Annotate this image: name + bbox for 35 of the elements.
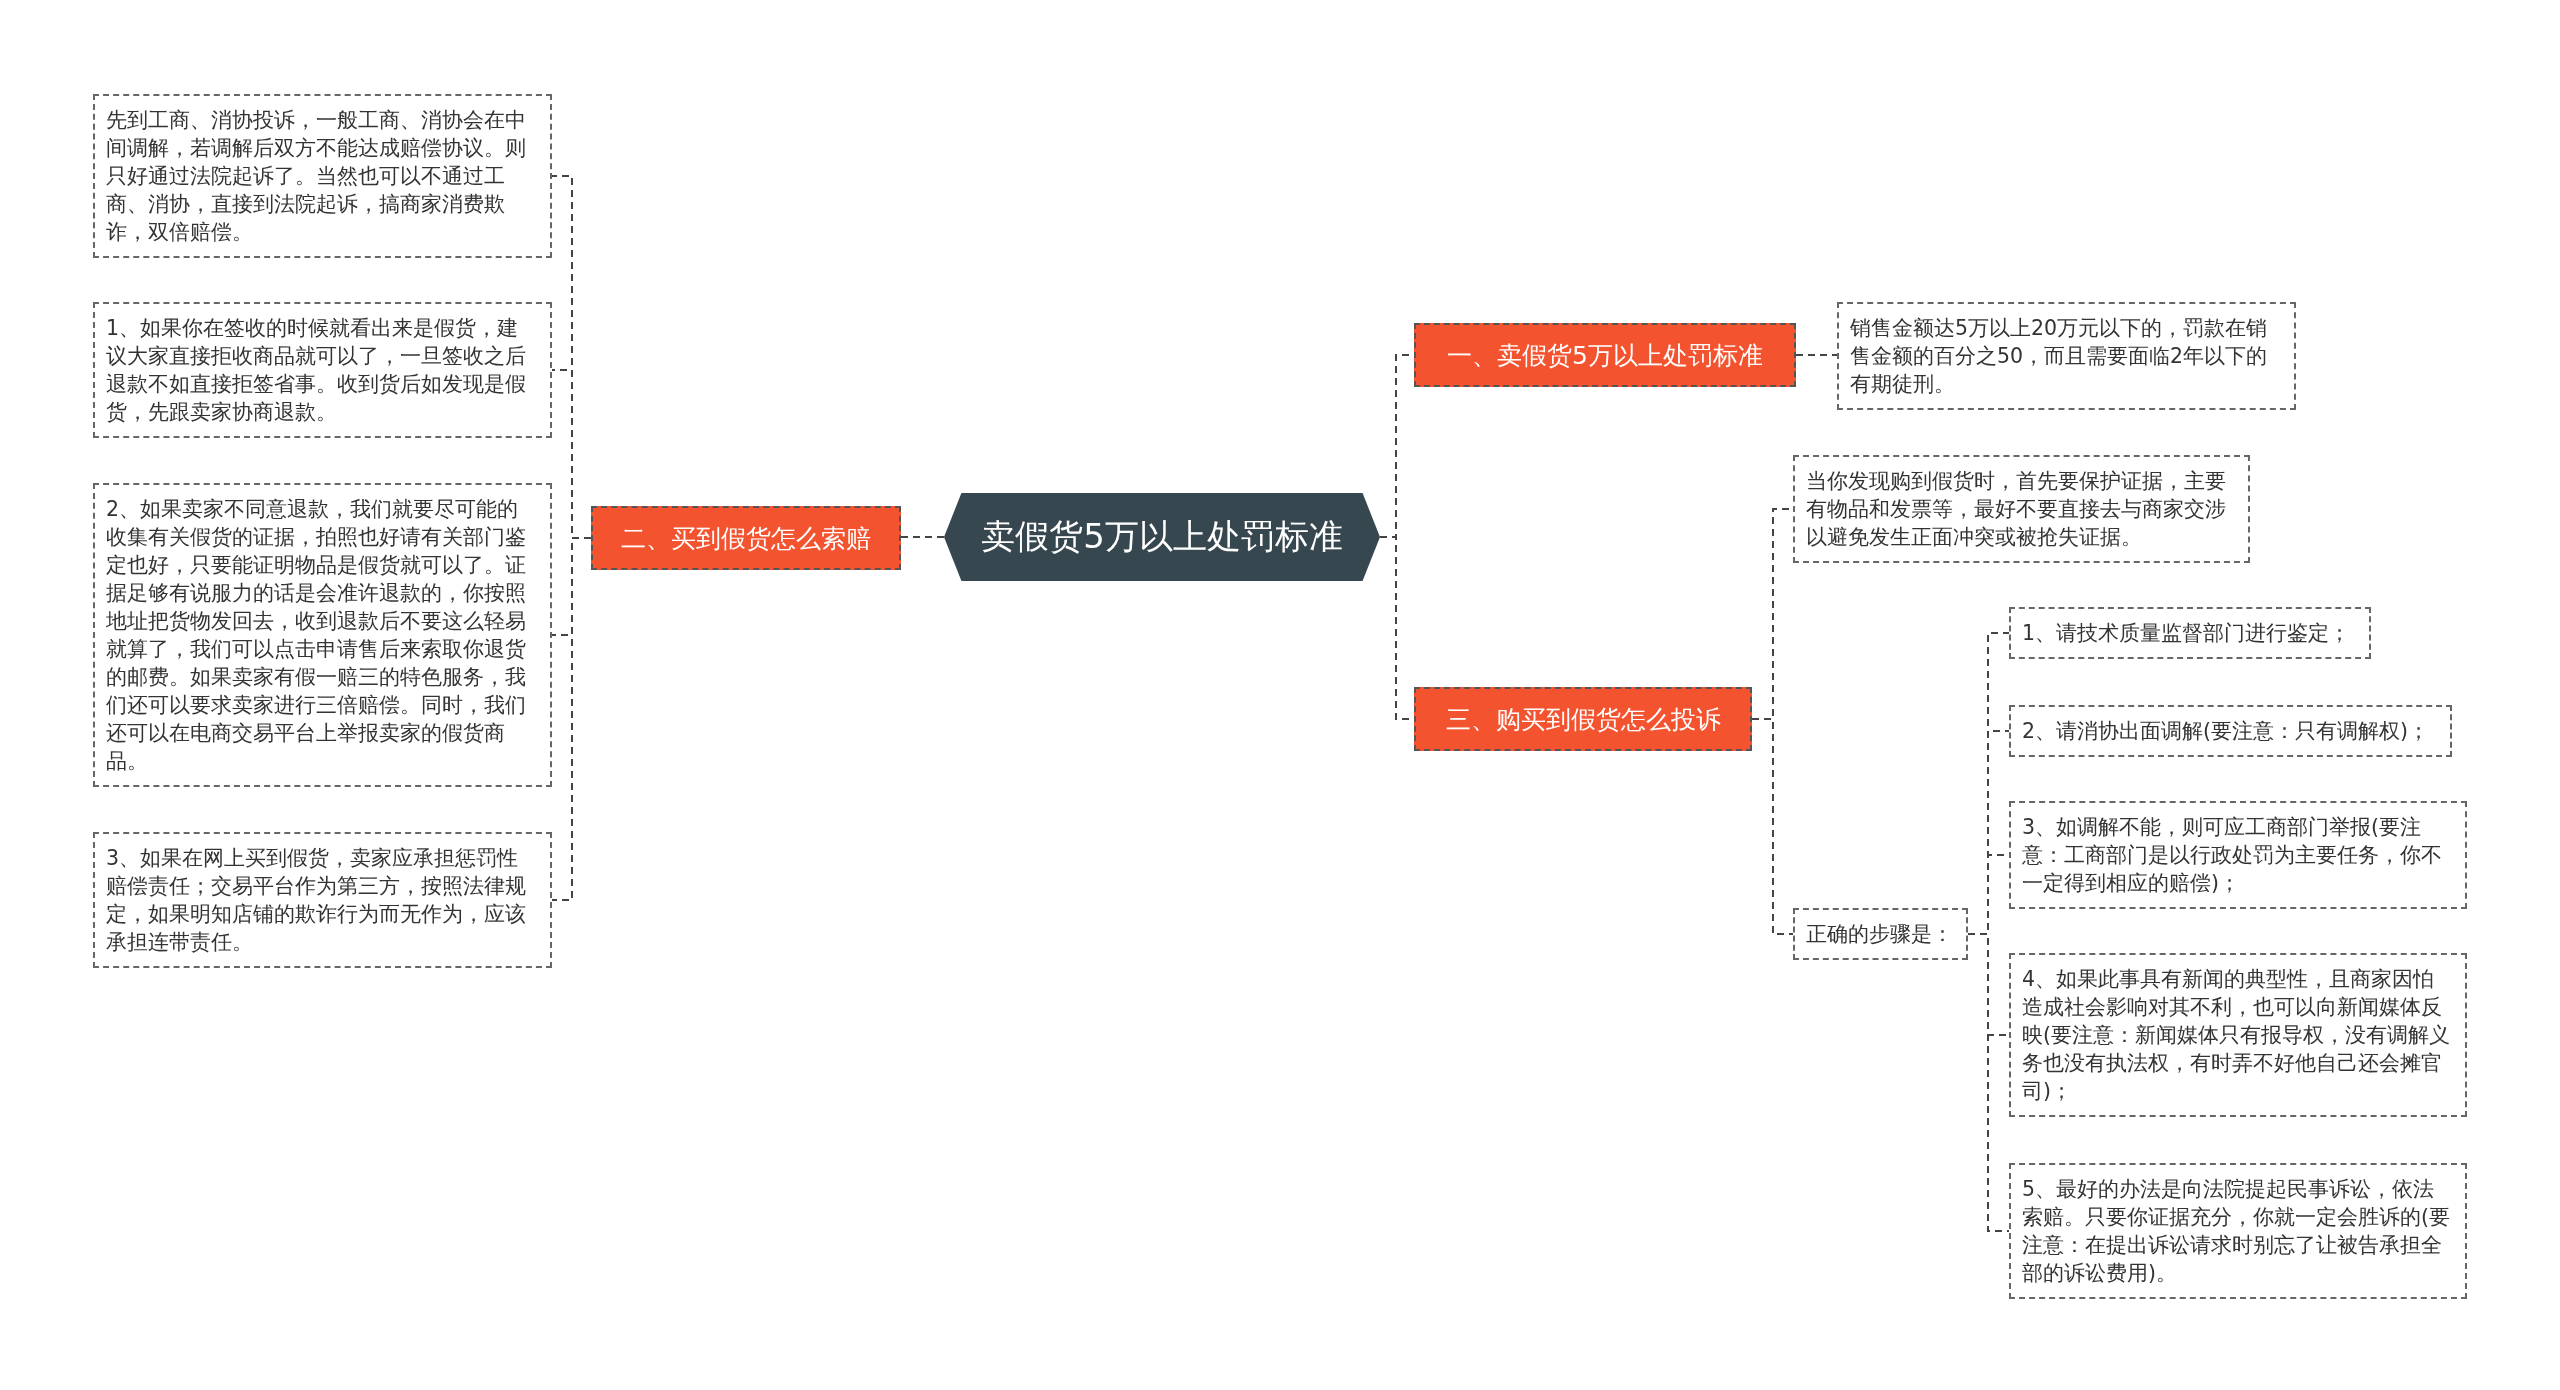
connector-line [1967, 933, 2010, 1232]
connector-line [1751, 718, 1794, 935]
note-box [93, 94, 552, 258]
branch-topic [1414, 323, 1796, 387]
note-box [2009, 705, 2452, 757]
topic-text: 卖假货5万以上处罚标准 [981, 515, 1343, 558]
note-box [93, 483, 552, 787]
note-text: 正确的步骤是： [1806, 922, 1953, 946]
note-text: 1、如果你在签收的时候就看出来是假货，建议大家直接拒收商品就可以了，一旦签收之后退款不如直接拒签省事。收到货后如发现是假货，先跟卖家协商退款。 [106, 316, 526, 424]
note-text: 3、如果在网上买到假货，卖家应承担惩罚性赔偿责任；交易平台作为第三方，按照法律规定，如果明知店铺的欺诈行为而无作为，应该承担连带责任。 [106, 846, 526, 954]
branch-text: 一、卖假货5万以上处罚标准 [1447, 339, 1763, 372]
note-text: 5、最好的办法是向法院提起民事诉讼，依法索赔。只要你证据充分，你就一定会胜诉的(要注意：在提出诉讼请求时别忘了让被告承担全部的诉讼费用)。 [2022, 1177, 2450, 1285]
note-text: 2、请消协出面调解(要注意：只有调解权)； [2022, 719, 2430, 743]
note-text: 1、请技术质量监督部门进行鉴定； [2022, 621, 2351, 645]
note-text: 先到工商、消协投诉，一般工商、消协会在中间调解，若调解后双方不能达成赔偿协议。则只好通过法院起诉了。当然也可以不通过工商、消协，直接到法院起诉，搞商家消费欺诈，双倍赔偿。 [106, 108, 526, 244]
note-box [1793, 908, 1968, 960]
note-box [2009, 801, 2467, 909]
branch-text: 三、购买到假货怎么投诉 [1445, 703, 1721, 736]
note-text: 4、如果此事具有新闻的典型性，且商家因怕造成社会影响对其不利，也可以向新闻媒体反映(要注意：新闻媒体只有报导权，没有调解义务也没有执法权，有时弄不好他自己还会摊官司)； [2022, 967, 2450, 1103]
note-text: 3、如调解不能，则可应工商部门举报(要注意：工商部门是以行政处罚为主要任务，你不一定得到相应的赔偿)； [2022, 815, 2442, 895]
branch-topic [591, 506, 901, 570]
note-text: 当你发现购到假货时，首先要保护证据，主要有物品和发票等，最好不要直接去与商家交涉以避免发生正面冲突或被抢失证据。 [1806, 469, 2226, 549]
note-box [93, 832, 552, 968]
note-box [1793, 455, 2250, 563]
note-text: 2、如果卖家不同意退款，我们就要尽可能的收集有关假货的证据，拍照也好请有关部门鉴定也好，只要能证明物品是假货就可以了。证据足够有说服力的话是会准许退款的，你按照地址把货物发回去，收到退款后不要这么轻易就算了，我们可以点击申请售后来索取你退货的邮费。如果卖家有假一赔三的特色服务，我们还可以要求卖家进行三倍赔偿。同时，我们还可以在电商交易平台上举报卖家的假货商品。 [106, 497, 526, 773]
note-box [2009, 1163, 2467, 1299]
connector-line [1795, 354, 1838, 357]
note-text: 销售金额达5万以上20万元以下的，罚款在销售金额的百分之50，而且需要面临2年以下的有期徒刑。 [1850, 316, 2268, 396]
connector-line [900, 536, 945, 539]
note-box [1837, 302, 2296, 410]
branch-text: 二、买到假货怎么索赔 [621, 522, 871, 555]
note-box [2009, 607, 2371, 659]
branch-topic [1414, 687, 1752, 751]
note-box [2009, 953, 2467, 1117]
note-box [93, 302, 552, 438]
